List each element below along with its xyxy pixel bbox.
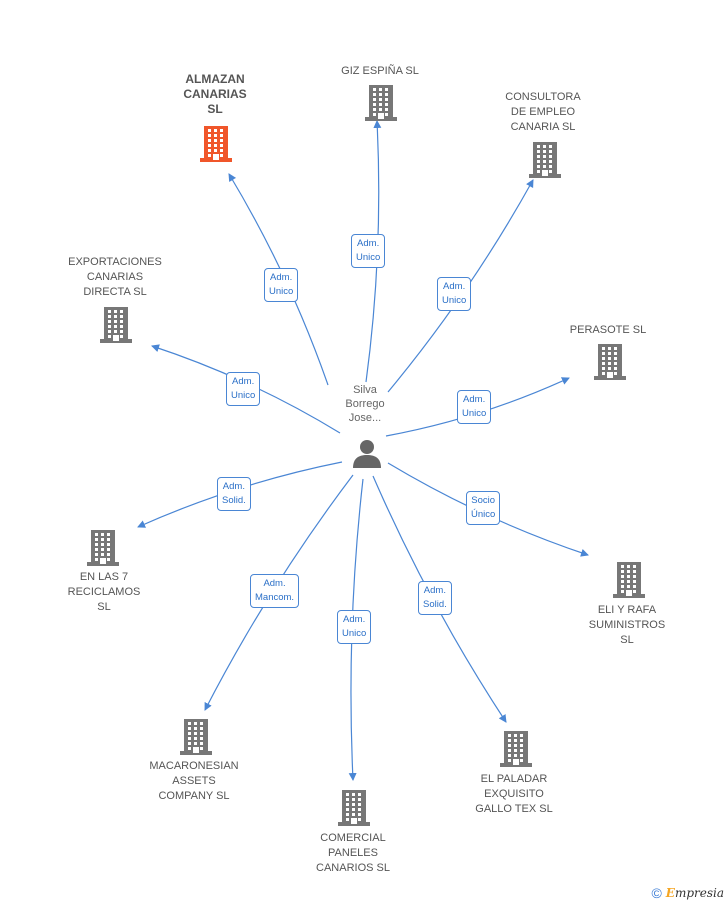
role-badge-perasote: Adm. Unico (457, 390, 492, 424)
company-name-exportaciones[interactable]: EXPORTACIONES CANARIAS DIRECTA SL (68, 256, 162, 298)
role-badge-eliyrafa: Socio Único (466, 491, 501, 525)
company-name-enlas7[interactable]: EN LAS 7 RECICLAMOS SL (67, 571, 141, 613)
company-name-almazan[interactable]: ALMAZAN CANARIAS SL (183, 72, 247, 116)
building-icon[interactable] (338, 788, 370, 826)
person-icon[interactable] (352, 438, 382, 468)
role-badge-comercial: Adm. Unico (337, 610, 372, 644)
company-name-elpaladar[interactable]: EL PALADAR EXQUISITO GALLO TEX SL (475, 773, 553, 815)
company-name-giz[interactable]: GIZ ESPIÑA SL (341, 65, 419, 77)
role-badge-macaronesian: Adm. Mancom. (250, 574, 300, 608)
copyright-symbol: © (651, 885, 662, 901)
building-icon[interactable] (529, 140, 561, 178)
role-badge-exportaciones: Adm. Unico (226, 372, 261, 406)
building-icon[interactable] (613, 560, 645, 598)
company-name-macaronesian[interactable]: MACARONESIAN ASSETS COMPANY SL (149, 760, 239, 802)
person-name[interactable]: Silva Borrego Jose... (345, 384, 385, 424)
company-name-eliyrafa[interactable]: ELI Y RAFA SUMINISTROS SL (588, 604, 666, 646)
building-icon[interactable] (87, 528, 119, 566)
company-name-comercial[interactable]: COMERCIAL PANELES CANARIOS SL (316, 832, 390, 874)
company-name-perasote[interactable]: PERASOTE SL (569, 324, 647, 336)
building-icon[interactable] (365, 83, 397, 121)
brand-initial: E (665, 886, 675, 900)
building-icon[interactable] (180, 717, 212, 755)
role-badge-elpaladar: Adm. Solid. (418, 581, 452, 615)
role-badge-consultora: Adm. Unico (437, 277, 472, 311)
role-badge-almazan: Adm. Unico (264, 268, 299, 302)
building-icon[interactable] (100, 305, 132, 343)
company-name-consultora[interactable]: CONSULTORA DE EMPLEO CANARIA SL (505, 91, 581, 133)
building-icon[interactable] (200, 124, 232, 162)
role-badge-giz: Adm. Unico (351, 234, 386, 268)
brand-name: mpresia (674, 886, 724, 900)
building-icon[interactable] (594, 342, 626, 380)
building-icon[interactable] (500, 729, 532, 767)
role-badge-enlas7: Adm. Solid. (217, 477, 251, 511)
